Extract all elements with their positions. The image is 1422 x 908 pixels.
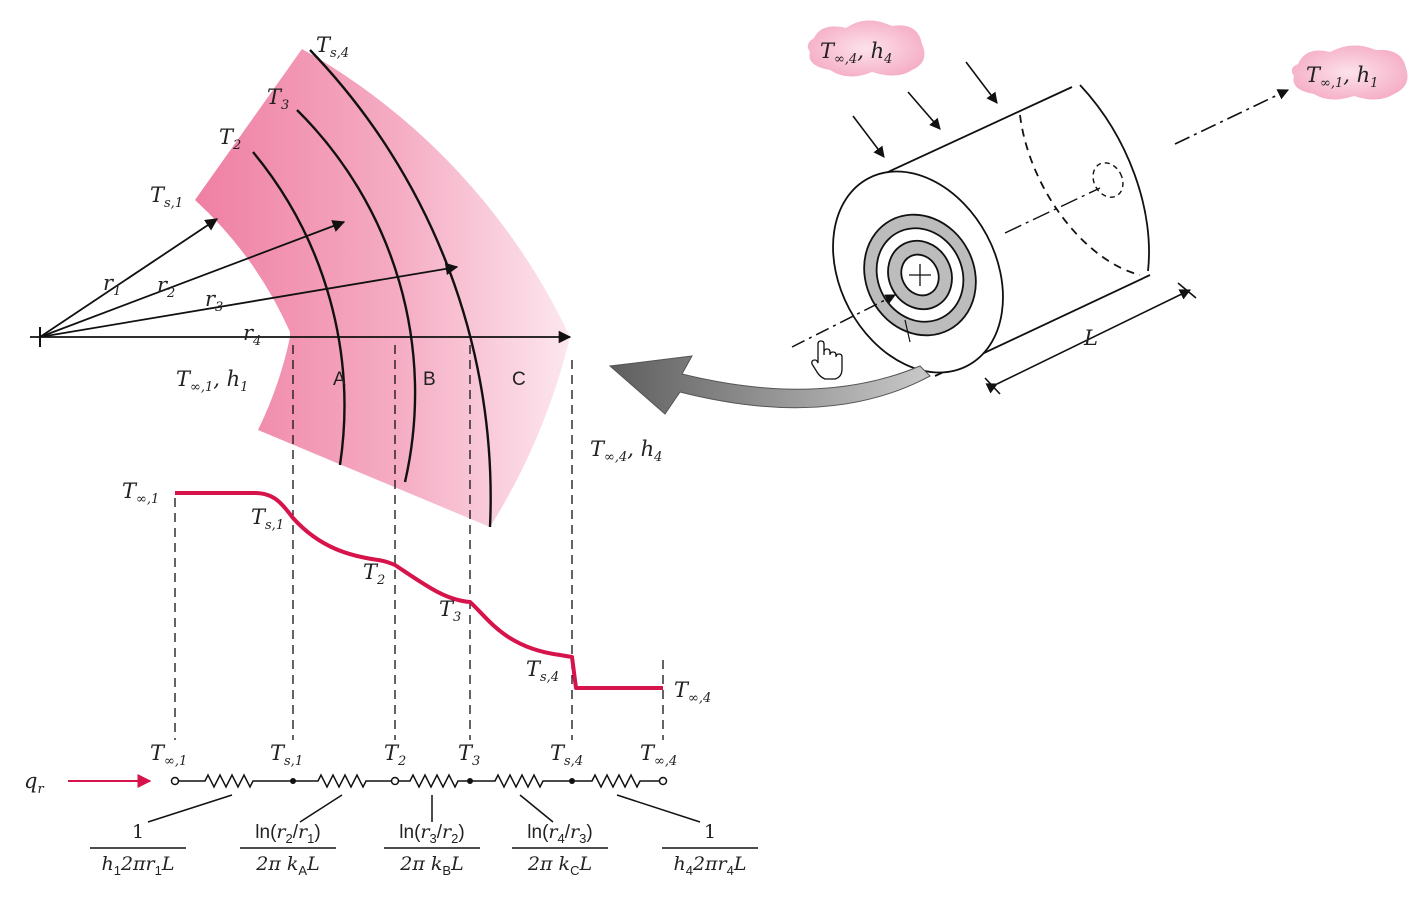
network-label-t2: T2 [384, 741, 406, 769]
heat-rate-label: qr [24, 769, 44, 797]
resistance-numerator: 1 [704, 821, 716, 843]
interface-arc-r3 [296, 109, 417, 483]
cylinder-rear-dashed [1019, 114, 1141, 276]
label-tinf1-h1: T∞,1, h1 [176, 367, 248, 395]
resistance-numerator: ln(r4/r3) [527, 821, 592, 846]
profile-label-tinf1: T∞,1 [122, 479, 159, 507]
label-tinf4-h4: T∞,4, h4 [590, 437, 662, 465]
label-r4: r4 [243, 321, 261, 349]
resistance-denominator: h12πr1L [101, 853, 174, 878]
resistance-expression: ln(r3/r2) 2π kBL [384, 821, 480, 878]
label-t2-top: T2 [219, 125, 241, 153]
label-ts1-top: Ts,1 [150, 183, 183, 211]
wall-fill [195, 49, 570, 527]
radial-pointer [791, 294, 896, 348]
convection-arrows [852, 61, 998, 158]
projection-lines [174, 345, 664, 740]
resistance-denominator: 2π kBL [399, 853, 463, 878]
network-label-t3: T3 [458, 741, 480, 769]
layer-label-a: A [333, 369, 346, 390]
resistance-expression: ln(r4/r3) 2π kCL [512, 821, 608, 878]
resistance-expression: 1 h42πr4L [662, 821, 758, 878]
label-r3: r3 [205, 287, 223, 315]
label-t3-top: T3 [267, 85, 289, 113]
resistance-denominator: h42πr4L [673, 853, 746, 878]
rear-bore-dashed [1092, 162, 1124, 198]
length-label: L [1083, 326, 1098, 350]
resistance-numerator: ln(r2/r1) [255, 821, 320, 846]
layer-label-c: C [512, 369, 526, 390]
cylinder-axis-line [1004, 187, 1101, 234]
ambient-cloud-inner [1291, 45, 1408, 100]
resistance-network [147, 773, 701, 823]
profile-label-t3: T3 [439, 597, 461, 625]
layer-label-b: B [423, 369, 436, 390]
radius-r1 [39, 218, 219, 338]
temperature-profile-curve [175, 491, 663, 690]
resistance-expression: ln(r2/r1) 2π kAL [240, 821, 336, 878]
profile-label-ts1: Ts,1 [251, 505, 284, 533]
interface-arc-r2 [252, 151, 346, 466]
profile-label-ts4: Ts,4 [526, 657, 559, 685]
profile-label-tinf4: T∞,4 [674, 678, 711, 706]
length-dimension [984, 282, 1197, 395]
network-label-ts1: Ts,1 [270, 741, 303, 769]
label-r1: r1 [103, 271, 121, 299]
curved-pointer-arrow [608, 355, 931, 415]
label-ts4-top: Ts,4 [316, 33, 349, 61]
network-label-ts4: Ts,4 [550, 741, 583, 769]
resistance-numerator: 1 [132, 821, 144, 843]
cloud-label-tinf1-h1: T∞,1, h1 [1306, 63, 1378, 91]
network-label-tinf4: T∞,4 [640, 741, 677, 769]
network-label-tinf1: T∞,1 [150, 741, 187, 769]
cylinder-rear-rim [1079, 84, 1150, 272]
ambient-cloud-outer [807, 20, 925, 77]
composite-cylinder [832, 84, 1151, 377]
cylinder-axis-arrow [1174, 89, 1290, 145]
radius-r3 [39, 262, 459, 338]
radius-r2 [39, 220, 346, 338]
resistance-numerator: ln(r3/r2) [399, 821, 464, 846]
resistance-expression: 1 h12πr1L [90, 821, 186, 878]
hand-cursor-icon [811, 340, 843, 380]
cloud-label-tinf4-h4: T∞,4, h4 [820, 39, 892, 67]
resistance-denominator: 2π kAL [255, 853, 319, 878]
label-r2: r2 [157, 273, 175, 301]
resistance-denominator: 2π kCL [527, 853, 592, 878]
profile-label-t2: T2 [363, 560, 385, 588]
composite-wall [30, 49, 572, 528]
network-nodes [170, 776, 668, 786]
cylinder-top-edge [861, 86, 1073, 185]
